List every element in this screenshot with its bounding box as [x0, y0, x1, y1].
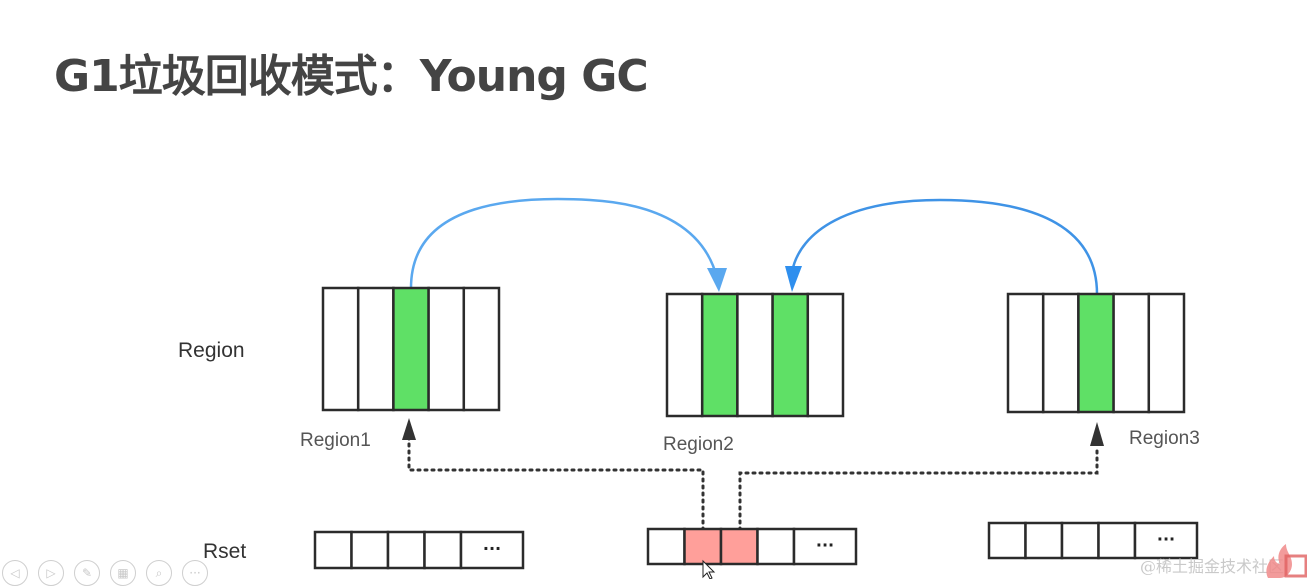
rset-cell: [646, 527, 686, 566]
watermark-text: @稀土掘金技术社区: [1140, 557, 1285, 576]
slides-button[interactable]: ▦: [110, 560, 136, 586]
region-cell: [427, 286, 466, 412]
juejin-logo-icon: [1266, 544, 1307, 578]
reference-arrow-region3-to-region2: [790, 198, 1099, 295]
rset-cell-more: [459, 530, 525, 570]
black-arrowhead-region1: [402, 418, 416, 440]
more-icon: ···: [189, 566, 201, 580]
arrowhead-region2-left: [707, 268, 727, 292]
more-button[interactable]: ···: [182, 560, 208, 586]
region3-label: Region3: [1129, 428, 1200, 449]
region-cell: [462, 286, 501, 412]
region-cell: [1112, 292, 1151, 414]
region-3-block: [1006, 292, 1186, 414]
region1-label: Region1: [300, 430, 371, 451]
rset-3-block: ···: [987, 521, 1199, 560]
arrowhead-region2-right: [785, 266, 802, 292]
rset-cell: [1097, 521, 1137, 560]
region-cell: [806, 292, 845, 418]
region-cell: [321, 286, 360, 412]
rset-ellipsis: ···: [1157, 530, 1175, 549]
rset-cell: [423, 530, 463, 570]
rset-cell-reference: [719, 527, 759, 566]
rset-cell: [1060, 521, 1100, 560]
rset-ellipsis: ···: [816, 536, 834, 555]
region-row-label: Region: [178, 339, 245, 362]
rset-cell-more: [1133, 521, 1199, 560]
rset-cell: [313, 530, 353, 570]
rset-cell-reference: [683, 527, 723, 566]
reference-arrow-region1-to-region2: [409, 197, 719, 289]
slide-title: G1垃圾回收模式：Young GC: [54, 51, 649, 102]
rset-cell: [756, 527, 796, 566]
rset-pointer-to-region3: [738, 444, 1099, 532]
region-cell: [1006, 292, 1045, 414]
rset-cell: [987, 521, 1027, 560]
rset-cell: [1024, 521, 1064, 560]
rset-2-block: ···: [646, 527, 858, 566]
next-button[interactable]: ▷: [38, 560, 64, 586]
region-cell: [356, 286, 395, 412]
region2-label: Region2: [663, 434, 734, 455]
prev-button[interactable]: ◁: [2, 560, 28, 586]
rset-ellipsis: ···: [483, 539, 501, 558]
region-cell-live: [1077, 292, 1115, 414]
rset-cell: [386, 530, 426, 570]
zoom-icon: ⌕: [155, 565, 163, 580]
slides-icon: ▦: [117, 566, 129, 580]
pen-button[interactable]: ✎: [74, 560, 100, 586]
rset-1-block: ···: [313, 530, 525, 570]
zoom-button[interactable]: ⌕: [146, 560, 172, 586]
prev-icon: ◁: [10, 566, 20, 580]
next-icon: ▷: [46, 566, 56, 580]
rset-pointer-to-region1: [407, 434, 705, 532]
region-cell: [1147, 292, 1186, 414]
region-2-block: [665, 292, 845, 418]
rset-cell-more: [792, 527, 858, 566]
pen-icon: ✎: [81, 566, 93, 580]
presentation-toolbar: ◁ ▷ ✎ ▦ ⌕ ···: [0, 560, 208, 586]
region-cell: [736, 292, 774, 418]
rset-cell: [350, 530, 390, 570]
region-1-block: [321, 286, 501, 412]
region-cell: [665, 292, 704, 418]
region-cell-live: [392, 286, 430, 412]
black-arrowhead-region3: [1090, 422, 1104, 446]
region-cell-live: [700, 292, 739, 418]
region-cell-live: [771, 292, 810, 418]
region-cell: [1041, 292, 1080, 414]
rset-row-label: Rset: [203, 540, 246, 563]
